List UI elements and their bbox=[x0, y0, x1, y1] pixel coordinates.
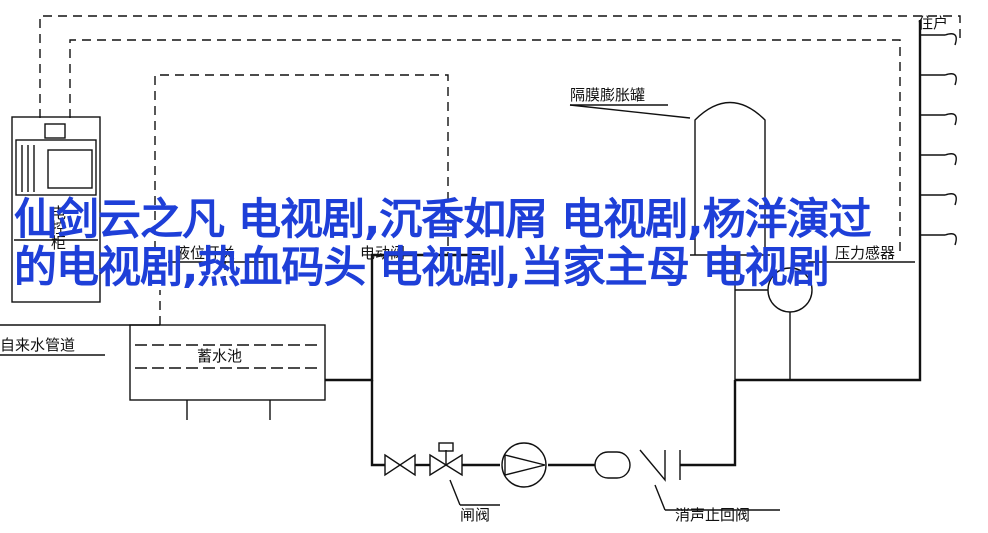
label-tap-water-pipe: 自来水管道 bbox=[0, 336, 75, 354]
pump-symbol bbox=[501, 442, 547, 488]
leader-lines bbox=[0, 104, 915, 511]
label-gate-valve: 闸阀 bbox=[460, 506, 490, 524]
signal-lines bbox=[39, 15, 961, 325]
expansion-tank bbox=[690, 101, 770, 380]
label-pressure-sensor: 压力感器 bbox=[835, 244, 895, 262]
label-electric-valve: 电动阀 bbox=[360, 244, 405, 262]
residential-outlets bbox=[920, 33, 957, 246]
label-residential: 住户 bbox=[918, 14, 948, 32]
overlay-title: 仙剑云之凡 电视剧,沉香如屑 电视剧,杨洋演过的电视剧,热血码头 电视剧,当家主… bbox=[14, 195, 872, 293]
pressure-sensor bbox=[735, 267, 813, 380]
label-expansion-tank: 隔膜膨胀罐 bbox=[570, 86, 645, 104]
storage-tank bbox=[129, 324, 326, 420]
label-level-switch: 液位开关 bbox=[175, 244, 235, 262]
gate-valve-symbols bbox=[384, 442, 463, 477]
label-control-cabinet: 电控柜 bbox=[49, 205, 67, 250]
label-silencer-check-valve: 消声止回阀 bbox=[675, 506, 750, 524]
check-valve-symbol bbox=[594, 449, 681, 482]
label-storage-tank: 蓄水池 bbox=[197, 347, 242, 365]
control-cabinet bbox=[11, 116, 101, 303]
main-pipes bbox=[325, 20, 922, 467]
